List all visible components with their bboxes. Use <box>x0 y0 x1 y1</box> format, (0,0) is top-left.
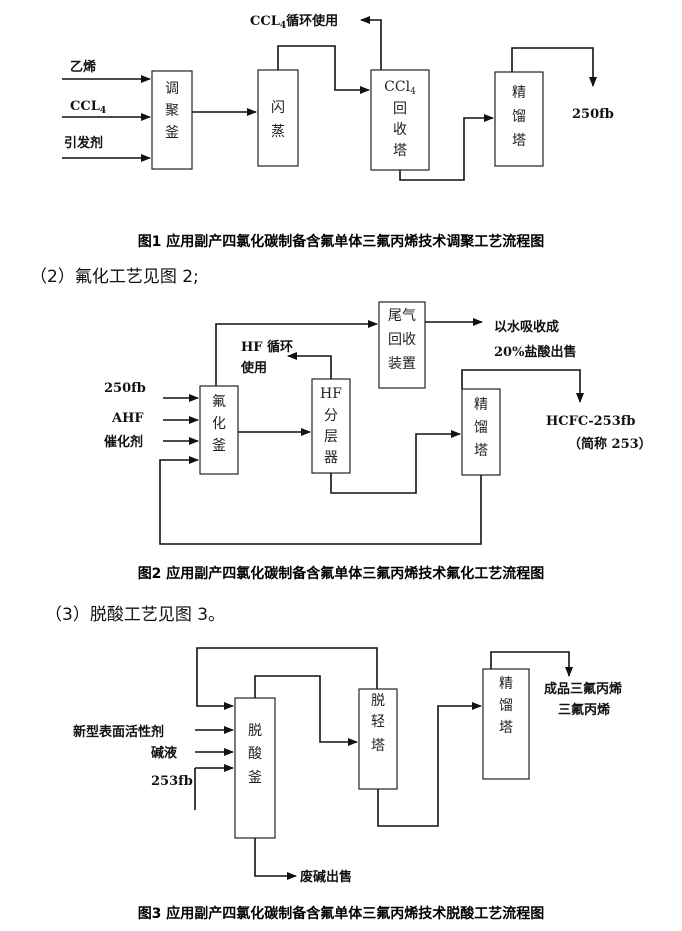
fig2-rectifier-label-3: 塔 <box>474 443 488 459</box>
fig1-flash-label-1: 闪 <box>271 100 285 116</box>
fig3-rectifier-label-3: 塔 <box>499 720 513 736</box>
fig1-rectifier-label-2: 馏 <box>512 109 526 125</box>
fig3-kettle-label-2: 酸 <box>248 746 262 762</box>
section-3-heading: （3）脱酸工艺见图 3。 <box>45 605 226 625</box>
fig1-product-arrow <box>511 47 597 87</box>
fig2-tail-label-1: 尾气 <box>388 308 416 324</box>
fig2-hf-recycle-label-1: HF 循环 <box>241 339 293 355</box>
fig1-input-ethylene: 乙烯 <box>70 59 96 75</box>
fig1-arrow-recovery-rectifier <box>399 114 494 181</box>
fig2-kettle-label-3: 釜 <box>212 438 226 454</box>
fig2-arrow-kettle-tail <box>215 320 378 386</box>
fig3-product-arrow <box>490 651 573 677</box>
fig3-rectification-tower <box>482 668 530 780</box>
fig1-rectifier-label-1: 精 <box>512 85 526 101</box>
fig2-tail-label-2: 回收 <box>388 332 416 348</box>
fig3-light-label-3: 塔 <box>371 738 385 754</box>
fig2-rectifier-label-2: 馏 <box>474 420 488 436</box>
fig3-recycle-top-arrow <box>196 647 378 710</box>
fig2-absorb-label-2: 20%盐酸出售 <box>494 344 576 360</box>
fig1-recovery-label-1: CCl4 <box>384 79 416 97</box>
fig1-recovery-label-2: 回 <box>393 101 407 117</box>
fig3-input-alkali: 碱液 <box>151 745 177 761</box>
fig3-rectifier-label-2: 馏 <box>499 698 513 714</box>
fig2-caption: 图2 应用副产四氯化碳制备含氟单体三氟丙烯技术氟化工艺流程图 <box>138 565 545 582</box>
fig3-light-label-2: 轻 <box>371 714 385 730</box>
fig2-recycle-bottom-arrow <box>159 456 482 545</box>
fig1-rectification-tower <box>494 71 544 167</box>
fig2-tail-gas-recovery <box>378 301 426 389</box>
fig3-deacidification-kettle <box>234 697 276 839</box>
fig2-separator-label-2: 分 <box>324 408 338 424</box>
fig3-input-253fb: 253fb <box>151 774 193 789</box>
fig2-product-label-2: （简称 253） <box>568 436 652 452</box>
fig2-product-arrow <box>461 369 584 403</box>
fig3-light-removal-tower <box>358 688 398 790</box>
fig1-recovery-label-4: 塔 <box>393 143 407 159</box>
fig1-flash-box <box>257 69 299 167</box>
fig1-product-label: 250fb <box>572 107 614 122</box>
fig3-rectifier-label-1: 精 <box>499 676 513 692</box>
section-2-heading: （2）氟化工艺见图 2; <box>30 267 199 287</box>
fig3-waste-label: 废碱出售 <box>300 869 352 885</box>
fig2-separator-label-4: 器 <box>324 450 338 466</box>
fig3-product-label-2: 三氟丙烯 <box>558 702 610 718</box>
fig2-kettle-label-1: 氟 <box>212 394 226 410</box>
fig2-fluorination-kettle <box>199 385 239 475</box>
fig1-recycle-arrow <box>360 16 382 70</box>
fig2-product-label-1: HCFC-253fb <box>546 414 635 429</box>
fig1-caption: 图1 应用副产四氯化碳制备含氟单体三氟丙烯技术调聚工艺流程图 <box>138 233 545 250</box>
fig2-hf-separator <box>311 378 351 474</box>
fig1-kettle-label-3: 釜 <box>165 125 179 141</box>
fig2-input-ahf: AHF <box>111 411 144 426</box>
fig1-kettle-label-2: 聚 <box>165 103 179 119</box>
fig2-input-catalyst: 催化剂 <box>104 434 143 450</box>
fig3-waste-arrow <box>254 838 297 880</box>
fig1-telomerization-kettle <box>151 70 193 170</box>
fig1-kettle-label-1: 调 <box>165 81 179 97</box>
fig1-arrow-flash-recovery <box>277 45 370 94</box>
fig3-arrow-light-rectifier <box>377 702 482 827</box>
figure-1: 乙烯 CCL4 引发剂 调 聚 釜 闪 蒸 CCl4 回 收 塔 CCL4循环使… <box>62 13 614 250</box>
fig3-kettle-label-1: 脱 <box>248 723 262 739</box>
fig3-input-surfactant: 新型表面活性剂 <box>73 724 164 740</box>
fig1-rectifier-label-3: 塔 <box>512 133 526 149</box>
fig1-recycle-label: CCL4循环使用 <box>250 13 338 31</box>
fig2-input-250fb: 250fb <box>104 381 146 396</box>
fig3-kettle-label-3: 釜 <box>248 770 262 786</box>
fig3-light-label-1: 脱 <box>371 693 385 709</box>
fig1-recovery-label-3: 收 <box>393 122 407 138</box>
figure-2: 尾气 回收 装置 以水吸收成 20%盐酸出售 250fb AHF 催化剂 氟 化… <box>104 301 652 582</box>
fig3-arrow-kettle-light <box>254 675 358 746</box>
fig3-caption: 图3 应用副产四氯化碳制备含氟单体三氟丙烯技术脱酸工艺流程图 <box>138 905 545 922</box>
fig2-tail-label-3: 装置 <box>388 356 416 372</box>
fig2-separator-label-1: HF <box>320 386 342 402</box>
fig1-input-initiator: 引发剂 <box>64 135 103 151</box>
figure-3: 新型表面活性剂 碱液 253fb 脱 酸 釜 废碱出售 脱 轻 塔 精 馏 塔 … <box>73 647 622 922</box>
fig2-arrow-separator-rectifier <box>330 430 461 494</box>
fig2-rectifier-label-1: 精 <box>474 397 488 413</box>
fig2-separator-label-3: 层 <box>324 429 338 445</box>
fig1-flash-label-2: 蒸 <box>271 124 285 140</box>
fig2-hf-recycle-arrow <box>287 352 332 379</box>
fig2-absorb-label-1: 以水吸收成 <box>494 319 559 335</box>
fig2-hf-recycle-label-2: 使用 <box>240 360 267 376</box>
fig1-input-ccl4: CCL4 <box>70 99 106 116</box>
fig2-kettle-label-2: 化 <box>212 416 226 432</box>
fig3-product-label-1: 成品三氟丙烯 <box>544 681 622 697</box>
